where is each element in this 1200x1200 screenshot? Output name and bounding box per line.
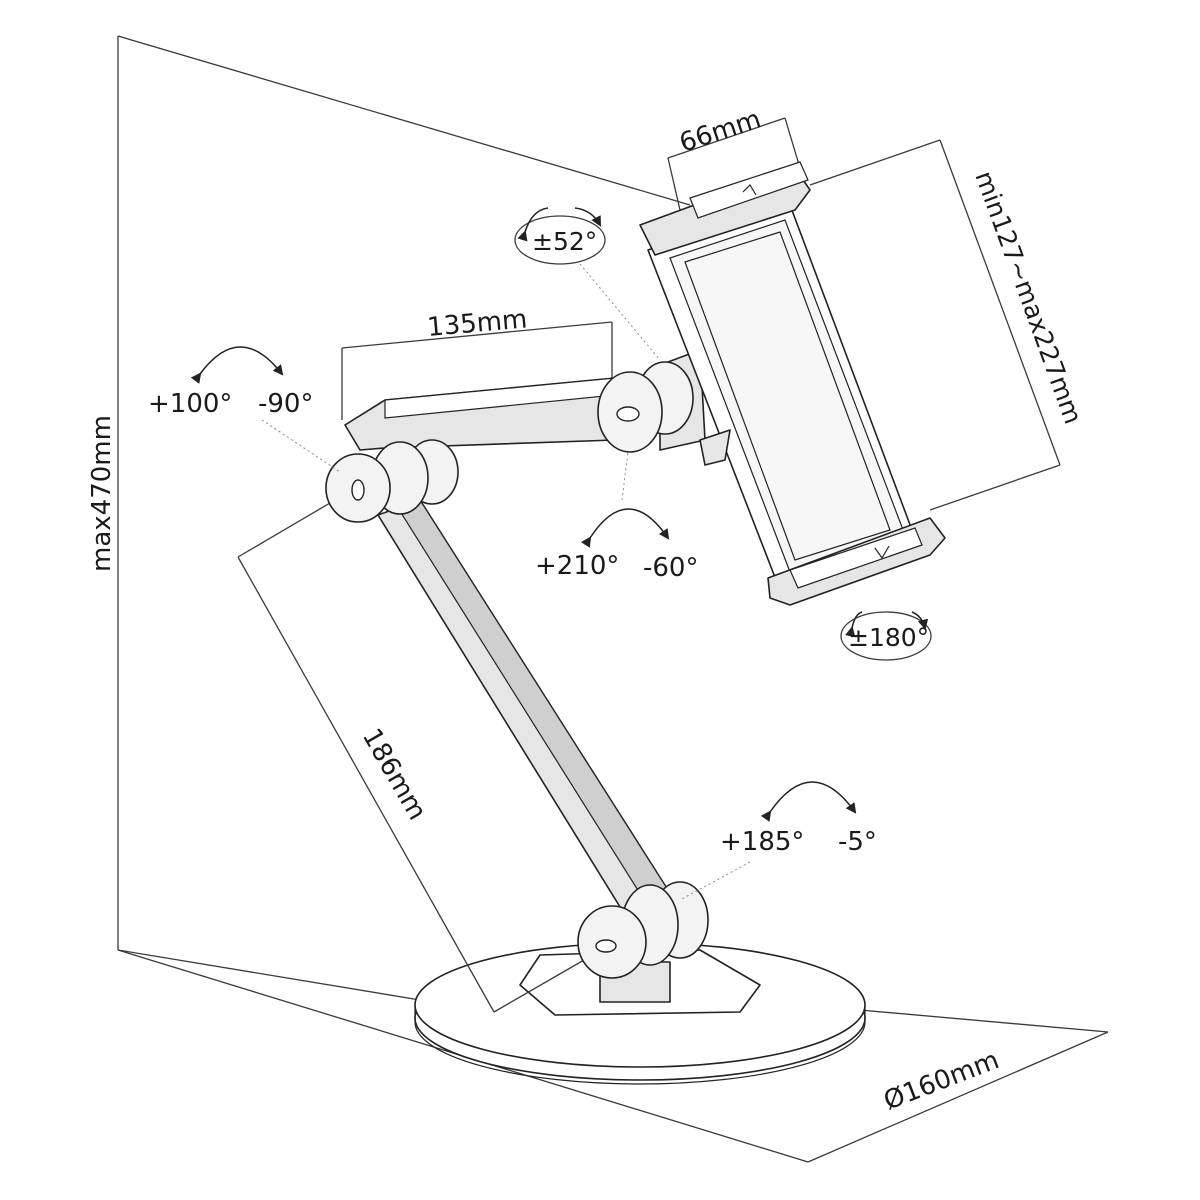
elbow-minus-label: -90° bbox=[258, 389, 313, 419]
head-plus-label: +210° bbox=[535, 551, 619, 581]
tablet-holder bbox=[639, 161, 946, 606]
base-plate bbox=[414, 942, 866, 1085]
lower-arm bbox=[377, 499, 669, 916]
head-rotation: +210° -60° bbox=[535, 451, 698, 583]
elbow-plus-label: +100° bbox=[148, 389, 232, 419]
upper-arm-label: 135mm bbox=[426, 304, 529, 343]
head-joint bbox=[597, 349, 706, 453]
swivel-rotation: ±180° bbox=[840, 611, 932, 661]
max-height-label: max470mm bbox=[87, 415, 117, 572]
base-diameter-label: Ø160mm bbox=[880, 1045, 1003, 1116]
swivel-label: ±180° bbox=[848, 623, 929, 652]
holder-range-label: min127~max227mm bbox=[969, 167, 1087, 428]
head-minus-label: -60° bbox=[643, 553, 698, 583]
elbow-rotation: +100° -90° bbox=[148, 346, 341, 473]
base-minus-label: -5° bbox=[838, 827, 877, 857]
tilt-label: ±52° bbox=[532, 227, 597, 256]
base-joint bbox=[577, 881, 709, 979]
upper-arm bbox=[344, 377, 633, 451]
base-rotation: +185° -5° bbox=[679, 781, 877, 901]
elbow-joint bbox=[325, 439, 459, 523]
tilt-rotation: ±52° bbox=[514, 207, 661, 361]
lower-arm-label: 186mm bbox=[356, 724, 432, 826]
base-plus-label: +185° bbox=[720, 827, 804, 857]
holder-depth-label: 66mm bbox=[676, 104, 765, 158]
